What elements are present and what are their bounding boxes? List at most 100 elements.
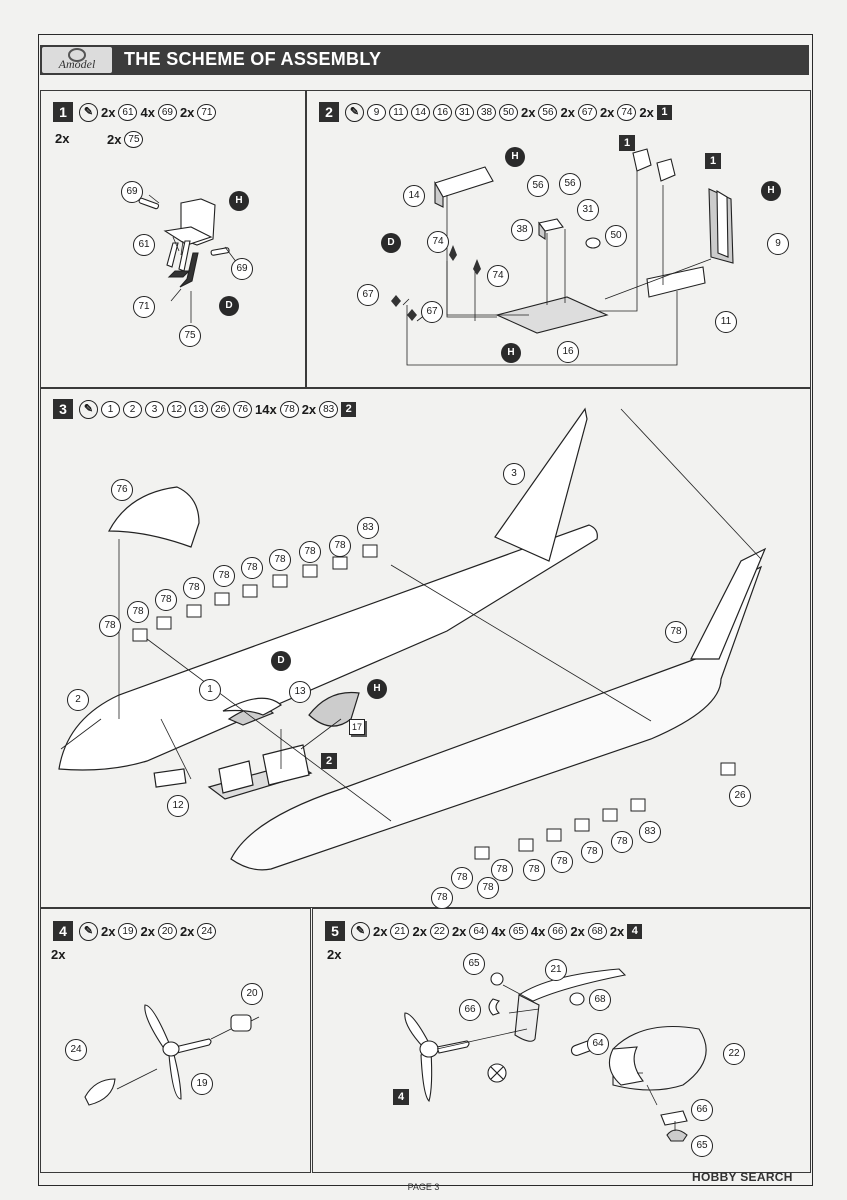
part-ref: 61 <box>118 104 138 121</box>
amodel-logo: Amodel <box>42 47 112 73</box>
step-number: 4 <box>53 921 73 941</box>
part-label: 83 <box>357 517 379 539</box>
part-label: 78 <box>551 851 573 873</box>
part-label: 61 <box>133 234 155 256</box>
parts-line: ✎ 9 11 14 16 31 38 50 2x 56 2x 67 2x 74 … <box>345 103 672 122</box>
glue-icon: ✎ <box>79 400 98 419</box>
part-label: 68 <box>589 989 611 1011</box>
part-label: 56 <box>527 175 549 197</box>
part-label: 24 <box>65 1039 87 1061</box>
qty: 4x <box>491 924 506 939</box>
page-number: PAGE 3 <box>407 1182 440 1192</box>
part-label: 74 <box>427 231 449 253</box>
step-number: 3 <box>53 399 73 419</box>
part-ref: 38 <box>477 104 496 121</box>
part-label: 69 <box>231 258 253 280</box>
part-ref: 67 <box>577 104 597 121</box>
part-label: 67 <box>421 301 443 323</box>
part-label: 74 <box>487 265 509 287</box>
part-ref: 2 <box>123 401 142 418</box>
part-ref: 3 <box>145 401 164 418</box>
part-label: 66 <box>691 1099 713 1121</box>
part-ref: 56 <box>538 104 558 121</box>
part-ref: 68 <box>587 923 607 940</box>
part-ref: 1 <box>101 401 120 418</box>
paint-code: D <box>271 651 291 671</box>
glue-icon: ✎ <box>345 103 364 122</box>
part-ref: 76 <box>233 401 252 418</box>
part-label: 78 <box>491 859 513 881</box>
qty: 2x <box>560 105 575 120</box>
part-ref: 12 <box>167 401 186 418</box>
qty: 2x <box>373 924 388 939</box>
part-label: 78 <box>299 541 321 563</box>
part-label: 12 <box>167 795 189 817</box>
part-label: 31 <box>577 199 599 221</box>
parts-line: ✎ 2x 19 2x 20 2x 24 <box>79 922 217 941</box>
part-ref: 31 <box>455 104 474 121</box>
qty: 2x <box>451 924 467 939</box>
part-label: 78 <box>269 549 291 571</box>
part-label: 71 <box>133 296 155 318</box>
fuselage-drawing <box>58 407 767 871</box>
part-label: 14 <box>403 185 425 207</box>
part-ref: 65 <box>508 923 528 940</box>
part-ref: 26 <box>211 401 230 418</box>
part-label: 67 <box>357 284 379 306</box>
part-ref: 50 <box>499 104 518 121</box>
part-label: 75 <box>179 325 201 347</box>
glue-icon: ✎ <box>351 922 370 941</box>
part-label: 66 <box>459 999 481 1021</box>
subassembly-ref: 2 <box>341 402 357 417</box>
qty-line-2: 2x <box>327 947 342 962</box>
part-label: 78 <box>581 841 603 863</box>
part-label: 64 <box>587 1033 609 1055</box>
part-label: 78 <box>477 877 499 899</box>
page-frame <box>38 34 813 1186</box>
page-title: THE SCHEME OF ASSEMBLY <box>124 49 382 69</box>
step-5-panel: 5 ✎ 2x 21 2x 22 2x 64 4x 65 4x 66 2x 68 … <box>312 908 811 1173</box>
part-label: 83 <box>639 821 661 843</box>
subassembly-block: 2 <box>321 753 337 769</box>
part-ref: 20 <box>157 923 177 940</box>
part-label: 11 <box>715 311 737 333</box>
part-ref: 16 <box>433 104 452 121</box>
glue-icon: ✎ <box>79 922 98 941</box>
propeller-drawing <box>84 1004 260 1106</box>
part-ref: 74 <box>617 104 637 121</box>
header-bar: Amodel THE SCHEME OF ASSEMBLY <box>40 45 809 75</box>
paint-code: H <box>501 343 521 363</box>
part-label: 78 <box>329 535 351 557</box>
part-label: 78 <box>213 565 235 587</box>
qty: 2x <box>179 924 195 939</box>
part-label: 50 <box>605 225 627 247</box>
qty: 4x <box>140 105 155 120</box>
qty-line-2: 2x <box>55 131 70 146</box>
part-label: 69 <box>121 181 143 203</box>
part-label: 78 <box>241 557 263 579</box>
parts-line: ✎ 2x 61 4x 69 2x 71 <box>79 103 217 122</box>
part-ref: 22 <box>429 923 449 940</box>
part-label: 78 <box>183 577 205 599</box>
part-label: 78 <box>611 831 633 853</box>
engine-nacelle-drawing <box>404 968 707 1142</box>
part-label: 78 <box>127 601 149 623</box>
subassembly-block: 4 <box>393 1089 409 1105</box>
qty: 2x <box>609 924 625 939</box>
part-ref: 9 <box>367 104 386 121</box>
part-label: 3 <box>503 463 525 485</box>
logo-text: Amodel <box>58 57 96 71</box>
step-number: 5 <box>325 921 345 941</box>
part-label: 76 <box>111 479 133 501</box>
watermark: HOBBY SEARCH <box>692 1170 793 1184</box>
qty: 2x <box>107 132 122 147</box>
part-label: 78 <box>665 621 687 643</box>
part-ref: 64 <box>469 923 489 940</box>
part-label: 2 <box>67 689 89 711</box>
qty-line-2: 2x <box>51 947 66 962</box>
part-label: 16 <box>557 341 579 363</box>
part-label: 19 <box>191 1073 213 1095</box>
part-label: 22 <box>723 1043 745 1065</box>
parts-line: ✎ 2x 21 2x 22 2x 64 4x 65 4x 66 2x 68 2x… <box>351 922 643 941</box>
qty: 2x <box>521 105 536 120</box>
